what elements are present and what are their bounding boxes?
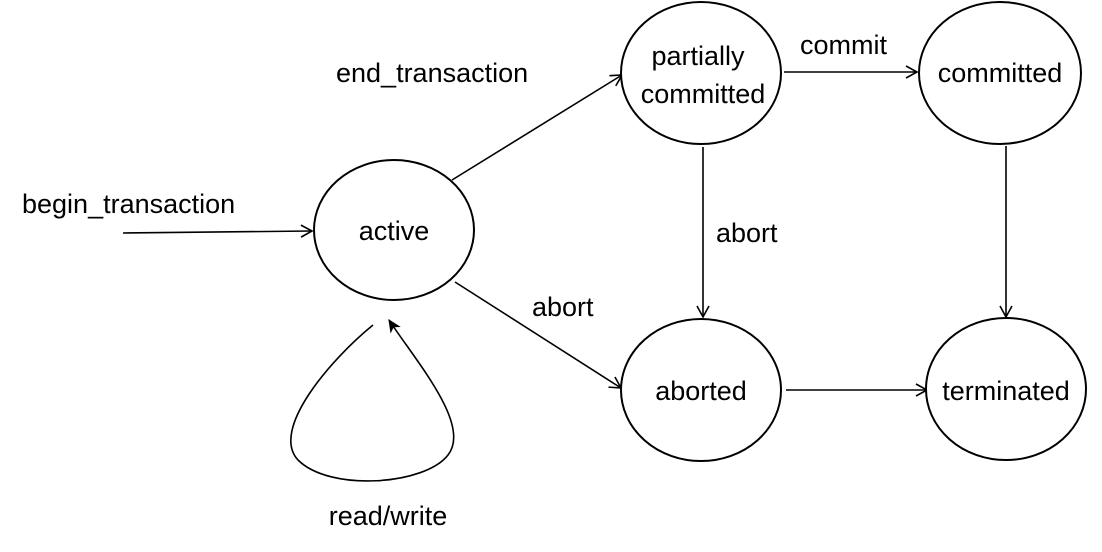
- state-active: active: [313, 159, 475, 301]
- state-aborted-label: aborted: [655, 376, 747, 406]
- state-aborted: aborted: [620, 318, 782, 462]
- edge-read-write-loop: [290, 320, 455, 482]
- state-partially-committed-label-line2: committed: [641, 79, 766, 109]
- state-partially-committed-label-line1: partially: [651, 41, 745, 71]
- label-abort-from-active: abort: [532, 292, 594, 322]
- state-terminated-label: terminated: [942, 376, 1070, 406]
- state-committed-label: committed: [938, 58, 1063, 88]
- transition-labels: begin_transaction end_transaction commit…: [22, 30, 887, 531]
- label-commit: commit: [800, 30, 887, 60]
- label-abort-from-partially-committed: abort: [716, 218, 778, 248]
- state-active-label: active: [359, 216, 430, 246]
- state-partially-committed: partially committed: [620, 1, 782, 145]
- label-end-transaction: end_transaction: [336, 58, 528, 88]
- edge-abort-from-active: [454, 281, 623, 389]
- edge-begin-transaction: [122, 224, 314, 238]
- state-terminated: terminated: [925, 317, 1087, 461]
- edges: [122, 65, 1013, 482]
- label-begin-transaction: begin_transaction: [22, 189, 235, 219]
- edge-end-transaction: [451, 74, 624, 181]
- state-committed: committed: [918, 1, 1082, 145]
- label-read-write: read/write: [329, 501, 448, 531]
